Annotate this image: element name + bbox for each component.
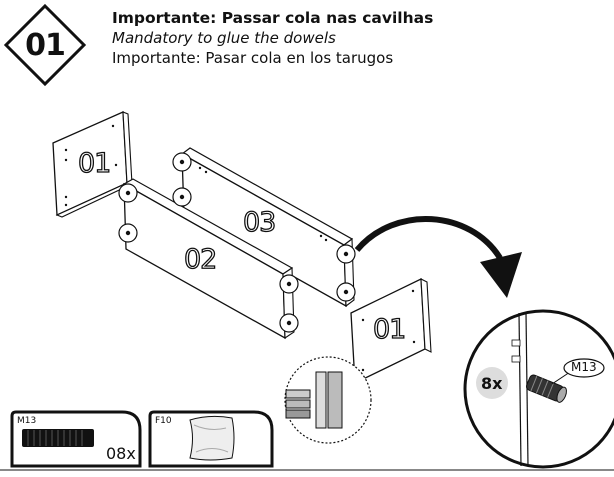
corner-detail (284, 356, 372, 444)
hardware-code-f10: F10 (155, 416, 172, 426)
instruction-es: Importante: Pasar cola en los tarugos (112, 49, 394, 67)
step-number: 01 (25, 27, 66, 63)
instruction-en: Mandatory to glue the dowels (112, 29, 336, 47)
step-diamond (3, 3, 87, 87)
dowel-count-badge: 8x (481, 374, 503, 393)
panel-02-label: 02 (183, 243, 218, 275)
hardware-code-m13: M13 (17, 416, 37, 426)
hardware-box-f10 (148, 410, 274, 468)
part-tag-m13: M13 (571, 360, 597, 374)
panel-01-top (52, 111, 134, 218)
dowel-detail-circle (463, 309, 614, 469)
panel-01-top-label: 01 (77, 147, 112, 179)
hardware-qty-m13: 08x (106, 444, 136, 463)
curved-arrow (354, 216, 522, 298)
step-badge: 01 (3, 3, 87, 87)
panel-01-right-label: 01 (372, 313, 407, 345)
panel-03-label: 03 (242, 206, 277, 238)
hardware-box-m13 (10, 410, 142, 468)
instruction-header: Importante: Passar cola nas cavilhas Man… (112, 8, 602, 68)
instruction-pt: Importante: Passar cola nas cavilhas (112, 9, 434, 27)
panel-01-right (350, 277, 432, 385)
